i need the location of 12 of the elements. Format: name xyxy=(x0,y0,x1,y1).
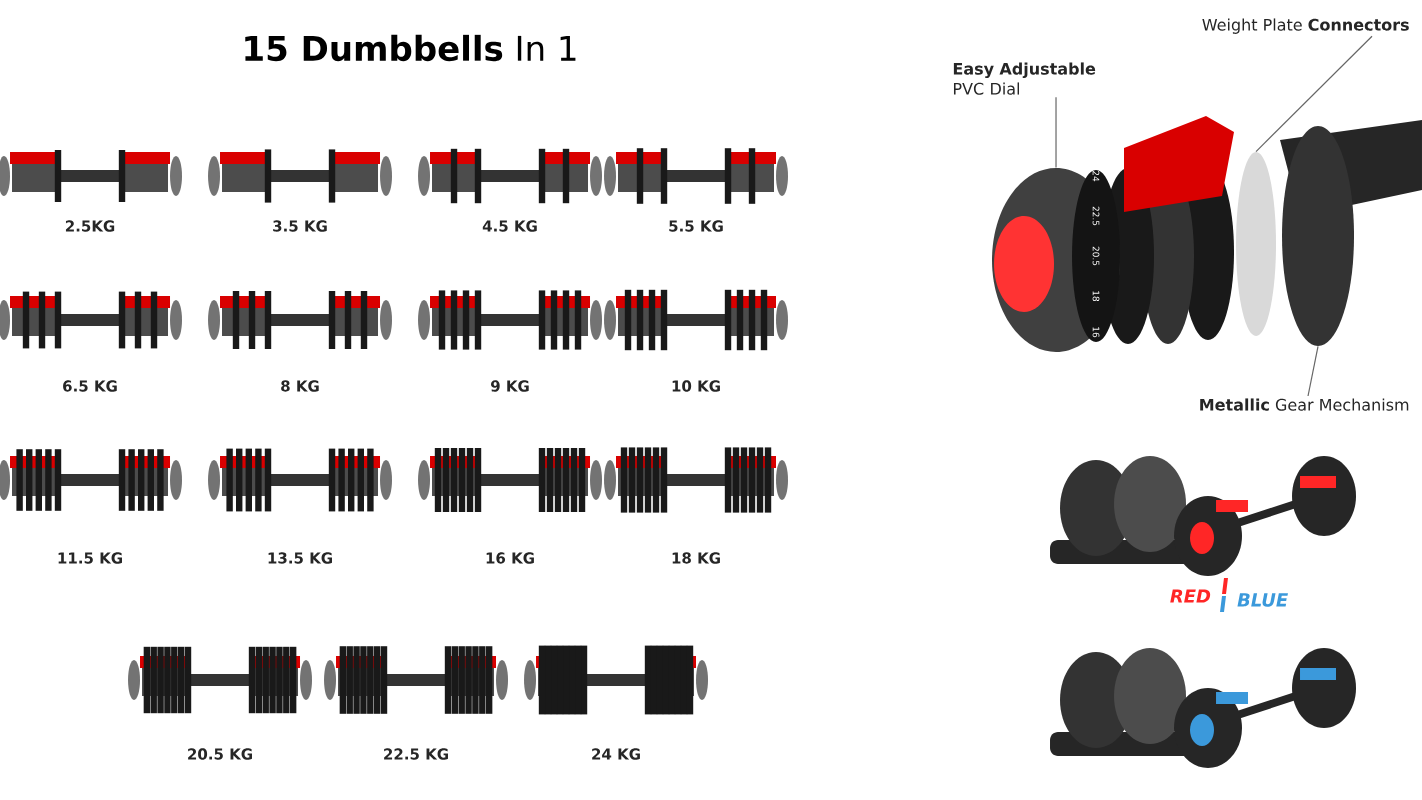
leader-line xyxy=(1307,345,1319,397)
leader-line xyxy=(1255,35,1373,153)
callout-text: Easy Adjustable PVC Dial xyxy=(953,62,1096,95)
gear-ring xyxy=(1282,126,1354,346)
leader-line xyxy=(1055,96,1057,169)
connector-ring xyxy=(1236,152,1276,336)
diagram-title: 15 Dumbbells In 1 xyxy=(245,34,576,62)
color-label: RED xyxy=(1170,589,1211,603)
callout-text: Weight Plate Connectors xyxy=(1202,18,1409,34)
callout-text: Metallic Gear Mechanism xyxy=(1200,398,1409,411)
color-label: BLUE xyxy=(1237,593,1288,607)
dial xyxy=(992,168,1120,352)
